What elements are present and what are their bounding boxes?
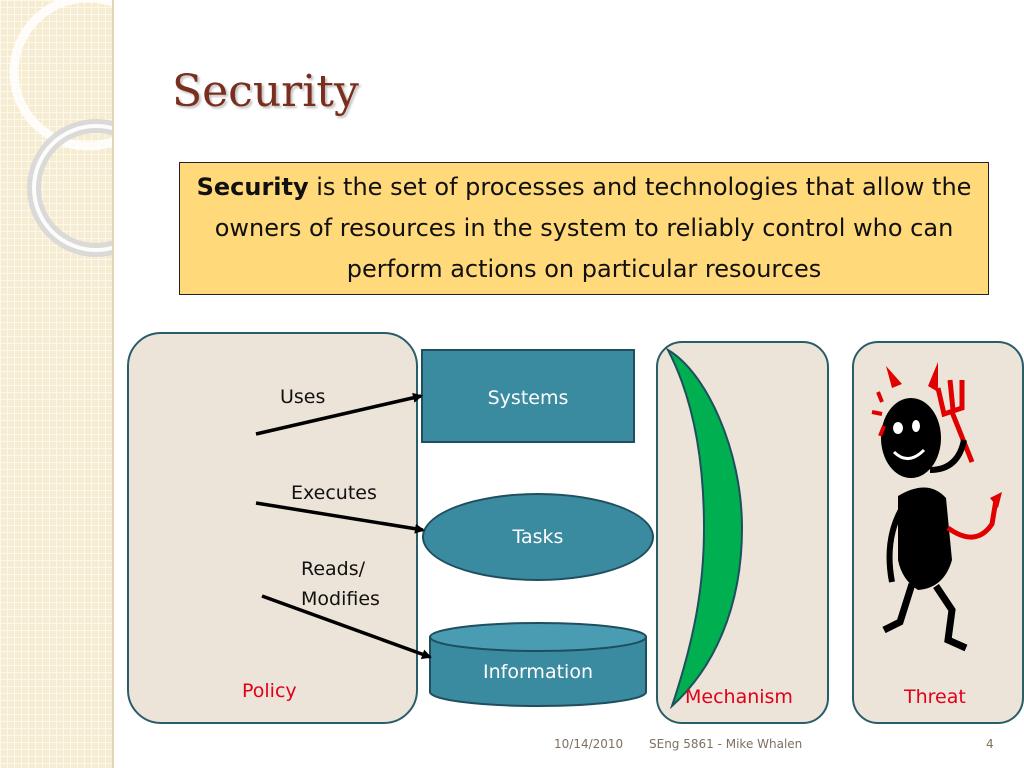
devil-icon bbox=[871, 362, 1002, 652]
reads-modifies-label: Reads/ Modifies bbox=[301, 558, 380, 610]
executes-arrow bbox=[255, 501, 425, 534]
slide-title: Security bbox=[172, 66, 359, 117]
uses-label: Uses bbox=[280, 386, 326, 408]
systems-node: Systems bbox=[421, 349, 635, 443]
information-node bbox=[429, 622, 647, 707]
tasks-node: Tasks bbox=[422, 493, 654, 581]
mechanism-label: Mechanism bbox=[685, 686, 793, 708]
definition-text: Security is the set of processes and tec… bbox=[186, 167, 982, 290]
definition-box: Security is the set of processes and tec… bbox=[179, 162, 989, 295]
definition-body: is the set of processes and technologies… bbox=[214, 173, 972, 283]
decorative-side-strip bbox=[0, 0, 114, 768]
systems-label: Systems bbox=[487, 387, 569, 409]
policy-panel bbox=[127, 332, 418, 724]
uses-arrow bbox=[255, 392, 423, 436]
mechanism-panel bbox=[656, 341, 829, 724]
definition-term: Security bbox=[196, 173, 309, 201]
footer-page-number: 4 bbox=[986, 737, 994, 751]
mechanism-shield-icon bbox=[665, 347, 744, 710]
reads-modifies-arrow bbox=[261, 594, 432, 659]
information-label: Information bbox=[483, 661, 593, 683]
decorative-circles bbox=[9, 0, 112, 257]
footer-date: 10/14/2010 bbox=[554, 737, 624, 751]
policy-label: Policy bbox=[242, 680, 297, 702]
executes-label: Executes bbox=[291, 482, 377, 504]
footer-course: SEng 5861 - Mike Whalen bbox=[649, 737, 803, 751]
threat-label: Threat bbox=[904, 686, 966, 708]
tasks-label: Tasks bbox=[512, 526, 564, 548]
